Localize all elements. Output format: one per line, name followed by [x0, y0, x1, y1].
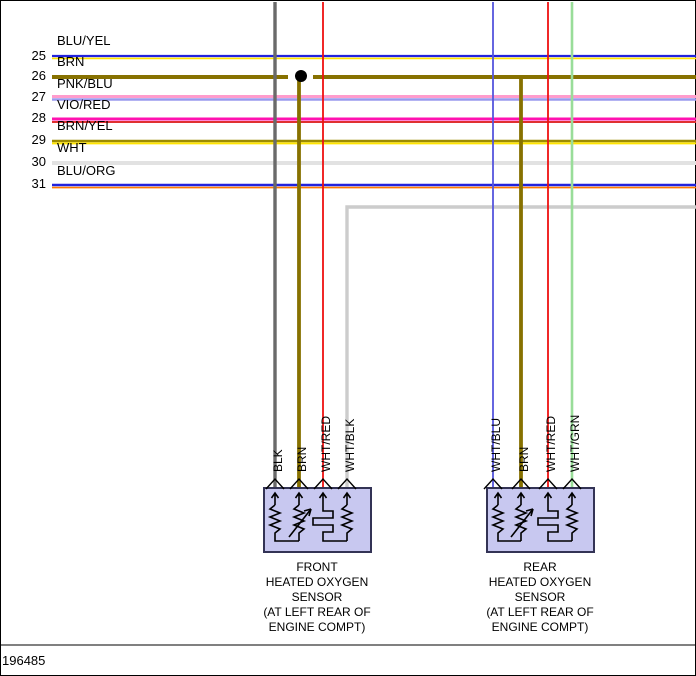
wire-label-pnk-blu: PNK/BLU — [57, 76, 113, 91]
wire-label-blu-yel: BLU/YEL — [57, 33, 111, 48]
terminal-label-rear-wht-grn: WHT/GRN — [568, 414, 582, 472]
front-sensor-symbol — [263, 477, 372, 553]
junction-dot — [295, 70, 307, 82]
pin-number-25: 25 — [31, 48, 46, 63]
wire-label-vio-red: VIO/RED — [57, 97, 111, 112]
wire-label-wht: WHT — [57, 140, 87, 155]
terminal-label-front-blk: BLK — [271, 449, 285, 472]
front-caption-line-2: HEATED OXYGEN — [265, 575, 369, 589]
vwire-front-wht-blk — [345, 205, 696, 489]
rear-sensor-symbol — [483, 477, 595, 553]
figure-id: 196485 — [2, 653, 46, 668]
bus-wire-29 — [52, 139, 696, 145]
pin-number-27: 27 — [31, 89, 46, 104]
front-caption-line-3: SENSOR — [291, 590, 343, 604]
bus-wire-31 — [52, 183, 696, 189]
wire-label-brn: BRN — [57, 54, 85, 69]
wire-label-blu-org: BLU/ORG — [57, 163, 116, 178]
pin-number-30: 30 — [31, 154, 46, 169]
pin-number-28: 28 — [31, 110, 46, 125]
rear-caption-line-1: REAR — [523, 560, 557, 574]
rear-caption-line-2: HEATED OXYGEN — [488, 575, 592, 589]
wire-label-brn-yel: BRN/YEL — [57, 118, 113, 133]
rear-sensor-caption: REAR HEATED OXYGEN SENSOR (AT LEFT REAR … — [460, 560, 620, 635]
pin-number-31: 31 — [31, 176, 46, 191]
terminal-label-rear-brn: BRN — [517, 446, 531, 472]
front-caption-line-1: FRONT — [296, 560, 338, 574]
rear-caption-line-5: ENGINE COMPT) — [491, 620, 589, 634]
bus-wire-28 — [52, 117, 696, 123]
terminal-label-front-brn: BRN — [295, 446, 309, 472]
terminal-label-front-wht-red: WHT/RED — [319, 416, 333, 472]
rear-caption-line-4: (AT LEFT REAR OF — [486, 605, 594, 619]
terminal-label-rear-wht-red: WHT/RED — [544, 416, 558, 472]
front-caption-line-5: ENGINE COMPT) — [268, 620, 366, 634]
rear-caption-line-3: SENSOR — [514, 590, 566, 604]
pin-number-29: 29 — [31, 132, 46, 147]
terminal-label-rear-wht-blu: WHT/BLU — [489, 418, 503, 472]
bus-wire-27 — [52, 95, 696, 101]
terminal-label-front-wht-blk: WHT/BLK — [343, 418, 357, 472]
front-caption-line-4: (AT LEFT REAR OF — [263, 605, 371, 619]
pin-number-26: 26 — [31, 68, 46, 83]
front-sensor-caption: FRONT HEATED OXYGEN SENSOR (AT LEFT REAR… — [237, 560, 397, 635]
bus-wire-25 — [52, 54, 696, 60]
